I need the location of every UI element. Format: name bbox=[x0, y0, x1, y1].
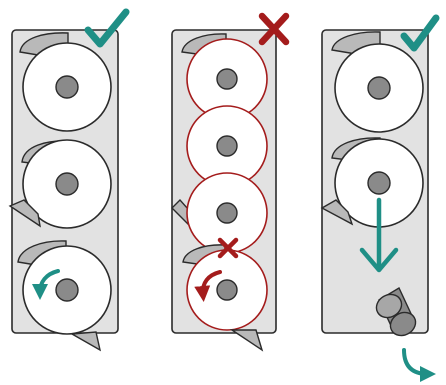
cross-icon bbox=[258, 12, 290, 46]
curved-down-arrow-icon bbox=[402, 348, 436, 382]
toilet-roll bbox=[171, 172, 268, 254]
panel-left bbox=[8, 8, 130, 352]
toilet-roll bbox=[331, 31, 424, 133]
cross-icon bbox=[217, 237, 239, 259]
panel-right bbox=[320, 14, 440, 382]
toilet-roll bbox=[181, 33, 268, 120]
toilet-roll bbox=[186, 105, 268, 187]
toilet-roll bbox=[320, 137, 424, 228]
toilet-roll bbox=[19, 32, 112, 132]
rotate-ccw-arrow-icon bbox=[194, 270, 222, 302]
check-icon bbox=[84, 8, 130, 48]
toilet-roll bbox=[17, 240, 112, 352]
paper-tail bbox=[320, 199, 354, 226]
empty-core-icon bbox=[375, 287, 417, 337]
paper-tail bbox=[229, 329, 264, 352]
paper-tail bbox=[8, 199, 41, 228]
paper-tail bbox=[69, 331, 102, 352]
rotate-ccw-arrow-icon bbox=[32, 269, 60, 300]
down-arrow-icon bbox=[359, 197, 399, 273]
toilet-roll bbox=[8, 139, 112, 229]
toilet-roll bbox=[182, 244, 268, 352]
panel-middle bbox=[171, 12, 290, 352]
check-icon bbox=[400, 14, 440, 52]
